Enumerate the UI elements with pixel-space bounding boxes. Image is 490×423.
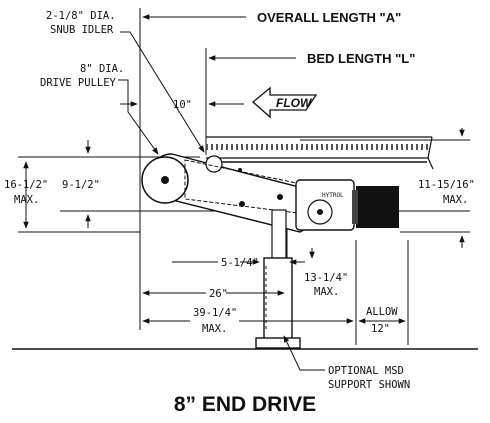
support-label-line2: SUPPORT SHOWN: [328, 379, 410, 391]
dim-11-label-line1: 11-15/16": [418, 179, 475, 191]
allow-label-line2: 12": [371, 323, 390, 335]
snub-idler-label-line2: SNUB IDLER: [50, 24, 114, 36]
support-label-line1: OPTIONAL MSD: [328, 365, 404, 377]
flow-arrow: [251, 86, 318, 119]
leader-lines: [118, 31, 325, 371]
overall-length-label: OVERALL LENGTH "A": [257, 10, 401, 25]
allow-label-line1: ALLOW: [366, 306, 398, 318]
drive-unit: [141, 153, 399, 233]
dim-39-label-line1: 39-1/4": [193, 307, 237, 319]
support-stand: [255, 209, 301, 349]
dimension-lines: [23, 14, 465, 324]
flow-label: FLOW: [276, 96, 313, 110]
dim-13-label-line1: 13-1/4": [304, 272, 348, 284]
nameplate-label: HYTROL: [322, 192, 344, 199]
dim-5-label: 5-1/4": [221, 257, 259, 269]
dim-16-label-line1: 16-1/2": [4, 179, 48, 191]
dim-16-label-line2: MAX.: [14, 194, 39, 206]
dim-13-label-line2: MAX.: [314, 286, 339, 298]
dim-26-label: 26": [209, 288, 228, 300]
dim-9-label: 9-1/2": [62, 179, 100, 191]
dim-10-label: 10": [173, 99, 192, 111]
drive-pulley-label-line1: 8" DIA.: [80, 63, 124, 75]
conveyor-bed: [206, 136, 434, 170]
bed-length-label: BED LENGTH "L": [307, 51, 415, 66]
drive-pulley-label-line2: DRIVE PULLEY: [40, 77, 117, 89]
snub-idler-label-line1: 2-1/8" DIA.: [46, 10, 116, 22]
dim-39-label-line2: MAX.: [202, 323, 227, 335]
dim-11-label-line2: MAX.: [443, 194, 468, 206]
diagram-title: 8” END DRIVE: [173, 393, 317, 416]
